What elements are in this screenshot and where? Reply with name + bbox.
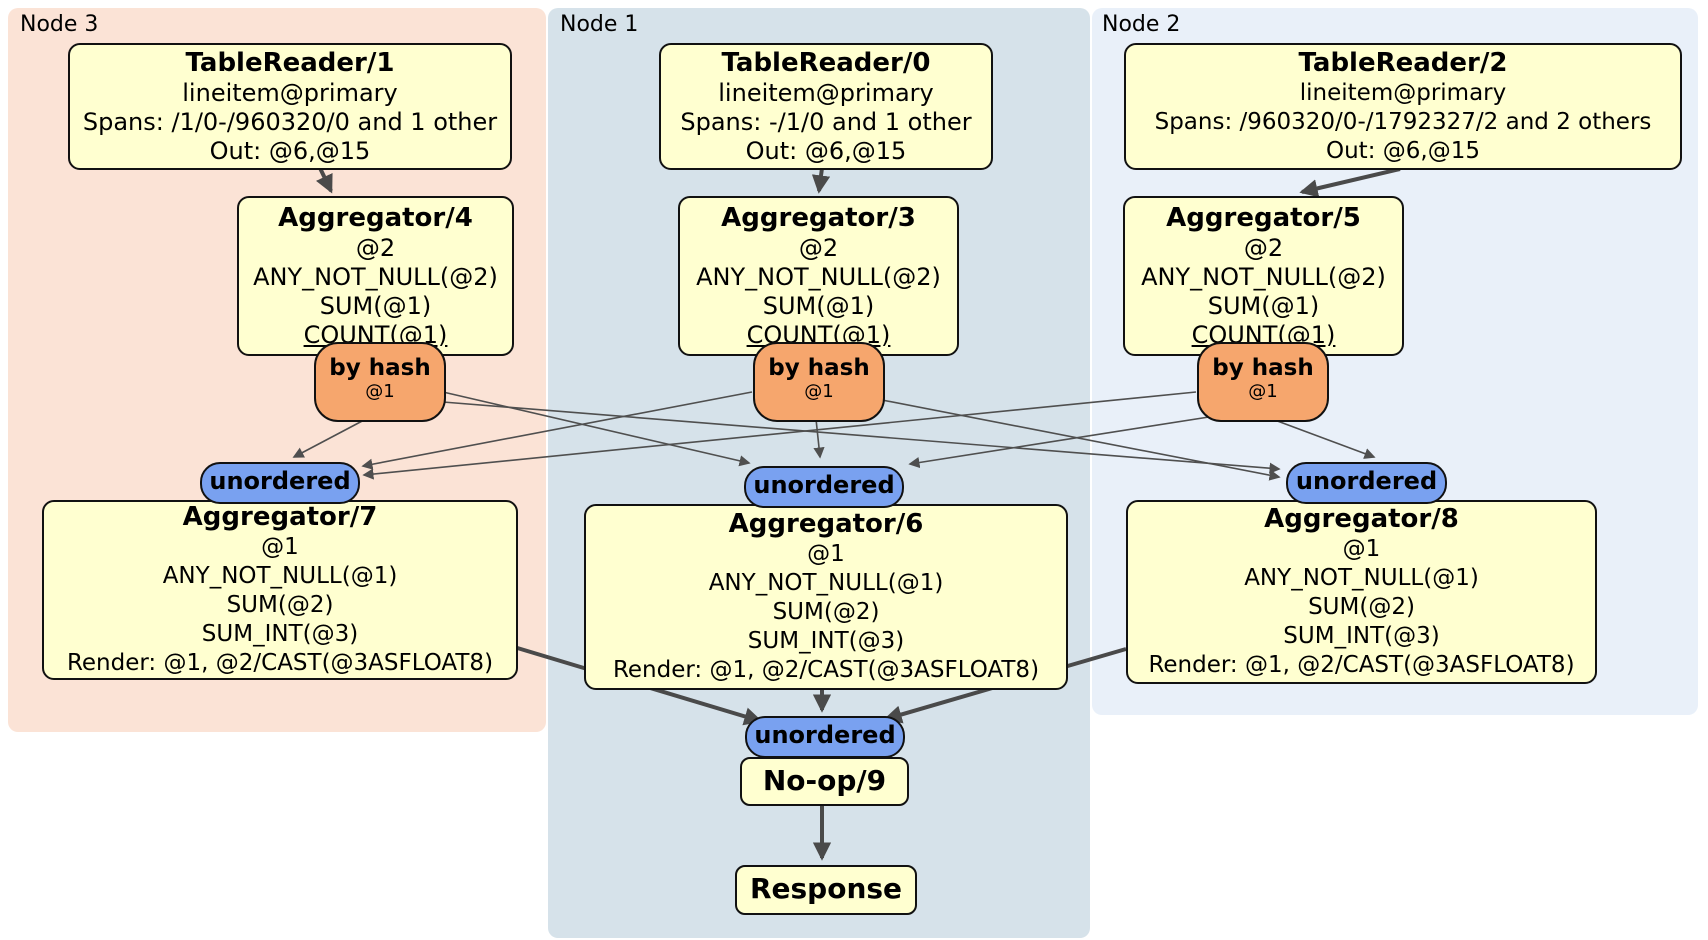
hash-router-3: by hash @1 <box>753 342 885 422</box>
agg-fn: SUM_INT(@3) <box>1283 623 1440 649</box>
processor-title: Aggregator/4 <box>278 202 473 233</box>
processor-table: lineitem@primary <box>718 78 934 107</box>
processor-table: lineitem@primary <box>182 78 398 107</box>
agg-fn: SUM(@2) <box>772 599 880 625</box>
agg-fn: ANY_NOT_NULL(@2) <box>253 262 498 291</box>
agg-fn: SUM_INT(@3) <box>201 621 359 647</box>
unordered-sync-final: unordered <box>745 716 905 758</box>
processor-title: Aggregator/6 <box>728 509 924 539</box>
agg-fn: SUM(@1) <box>762 291 875 320</box>
router-key: @1 <box>365 381 395 402</box>
processor-out: Out: @6,@15 <box>209 136 371 165</box>
agg-fn: ANY_NOT_NULL(@2) <box>1141 262 1386 291</box>
processor-title: Aggregator/5 <box>1166 202 1361 233</box>
agg-fn: SUM_INT(@3) <box>747 628 905 654</box>
edge-hash3-sync8 <box>881 399 1281 481</box>
aggregator-8-box: Aggregator/8 @1 ANY_NOT_NULL(@1) SUM(@2)… <box>1126 500 1597 684</box>
agg-fn: SUM(@2) <box>1308 594 1415 620</box>
agg-group-col: @2 <box>355 233 396 262</box>
processor-title: Aggregator/7 <box>182 502 378 532</box>
agg-fn: SUM(@2) <box>226 592 334 618</box>
node2-label: Node 2 <box>1102 12 1181 37</box>
agg-fn: ANY_NOT_NULL(@1) <box>1244 565 1479 591</box>
agg-fn: SUM(@1) <box>319 291 432 320</box>
processor-title: TableReader/0 <box>721 47 931 78</box>
aggregator-3-box: Aggregator/3 @2 ANY_NOT_NULL(@2) SUM(@1)… <box>678 196 959 356</box>
edge-hash3-sync7 <box>361 391 753 470</box>
edge-hash4-sync7 <box>292 418 367 458</box>
router-label: by hash <box>1212 355 1314 381</box>
response-box: Response <box>735 865 917 915</box>
aggregator-7-box: Aggregator/7 @1 ANY_NOT_NULL(@1) SUM(@2)… <box>42 500 518 680</box>
agg-fn: ANY_NOT_NULL(@1) <box>162 563 398 589</box>
router-key: @1 <box>1248 381 1278 402</box>
node3-label: Node 3 <box>20 12 99 37</box>
agg-fn: ANY_NOT_NULL(@1) <box>708 570 944 596</box>
noop-box: No-op/9 <box>740 757 909 806</box>
processor-out: Out: @6,@15 <box>745 136 907 165</box>
aggregator-5-box: Aggregator/5 @2 ANY_NOT_NULL(@2) SUM(@1)… <box>1123 196 1404 356</box>
agg-render: Render: @1, @2/CAST(@3ASFLOAT8) <box>1148 652 1575 678</box>
edge-tablereader1-aggregator4 <box>315 167 333 194</box>
edge-tablereader2-aggregator5 <box>1299 167 1401 198</box>
agg-group-col: @2 <box>798 233 839 262</box>
unordered-sync-8: unordered <box>1286 462 1447 504</box>
tablereader-2-box: TableReader/2 lineitem@primary Spans: /9… <box>1124 43 1682 170</box>
agg-fn: ANY_NOT_NULL(@2) <box>696 262 941 291</box>
processor-out: Out: @6,@15 <box>1326 137 1480 164</box>
edge-hash3-sync6 <box>813 418 825 459</box>
router-label: by hash <box>329 355 431 381</box>
unordered-sync-6: unordered <box>744 466 904 508</box>
agg-group-col: @1 <box>1342 536 1381 562</box>
agg-group-col: @2 <box>1243 233 1284 262</box>
unordered-sync-7: unordered <box>200 462 360 504</box>
edge-tablereader0-aggregator3 <box>811 167 831 194</box>
edge-hash5-sync8 <box>1271 418 1376 459</box>
agg-render: Render: @1, @2/CAST(@3ASFLOAT8) <box>612 657 1040 683</box>
edge-hash5-sync6 <box>908 413 1229 469</box>
agg-group-col: @1 <box>807 541 845 567</box>
router-label: by hash <box>768 355 870 381</box>
edge-hash5-sync7 <box>362 391 1197 480</box>
aggregator-6-box: Aggregator/6 @1 ANY_NOT_NULL(@1) SUM(@2)… <box>584 504 1068 690</box>
hash-router-5: by hash @1 <box>1197 342 1329 422</box>
processor-title: TableReader/2 <box>1298 47 1508 78</box>
tablereader-0-box: TableReader/0 lineitem@primary Spans: -/… <box>659 43 993 170</box>
hash-router-4: by hash @1 <box>314 342 446 422</box>
processor-spans: Spans: /960320/0-/1792327/2 and 2 others <box>1154 108 1652 135</box>
processor-title: Aggregator/8 <box>1264 504 1459 534</box>
edge-hash4-sync6 <box>442 391 751 467</box>
processor-table: lineitem@primary <box>1299 79 1507 106</box>
processor-spans: Spans: -/1/0 and 1 other <box>680 107 972 136</box>
processor-title: TableReader/1 <box>185 47 395 78</box>
aggregator-4-box: Aggregator/4 @2 ANY_NOT_NULL(@2) SUM(@1)… <box>237 196 514 356</box>
edge-hash4-sync8 <box>442 401 1281 474</box>
router-key: @1 <box>804 381 834 402</box>
agg-render: Render: @1, @2/CAST(@3ASFLOAT8) <box>66 650 494 676</box>
node1-label: Node 1 <box>560 12 639 37</box>
agg-fn: SUM(@1) <box>1207 291 1320 320</box>
processor-spans: Spans: /1/0-/960320/0 and 1 other <box>82 107 498 136</box>
processor-title: Aggregator/3 <box>721 202 916 233</box>
tablereader-1-box: TableReader/1 lineitem@primary Spans: /1… <box>68 43 512 170</box>
agg-group-col: @1 <box>261 534 299 560</box>
